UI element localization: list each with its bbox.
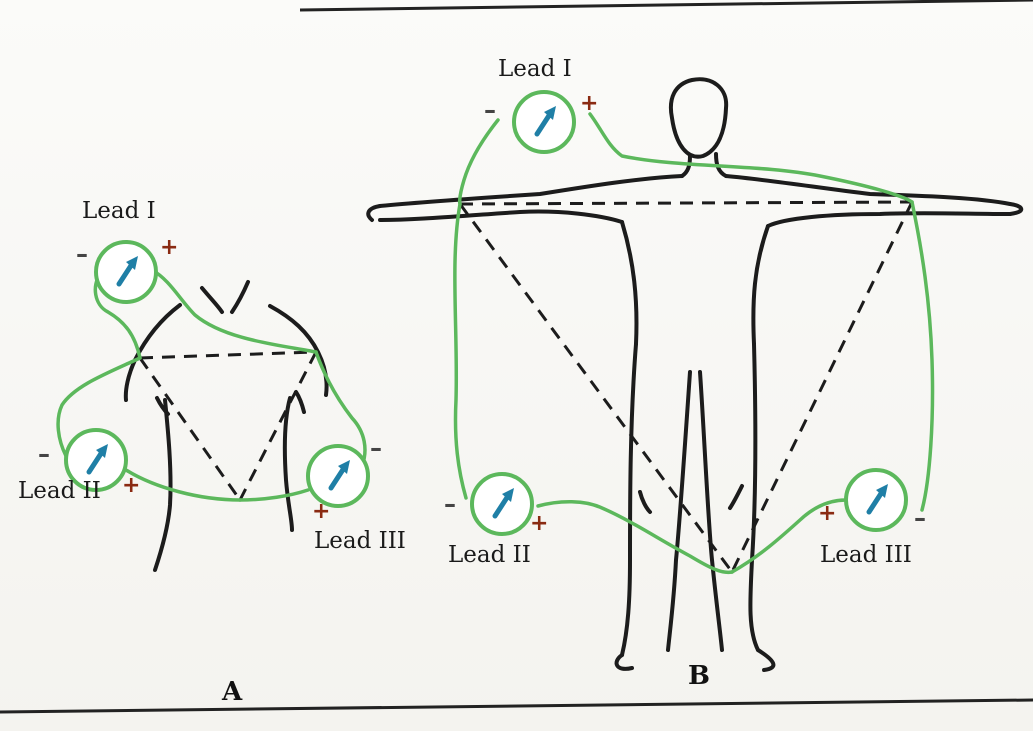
lead-2-plus-b: + [530, 511, 548, 536]
panel-label-b: B [688, 661, 710, 691]
galvanometer-icon [846, 470, 906, 530]
lead-3-meter-a [308, 446, 368, 506]
lead-3-minus-a: – [370, 434, 382, 462]
lead-2-minus-b: – [444, 490, 456, 518]
lead-2-meter-b [472, 474, 532, 534]
galvanometer-icon [514, 92, 574, 152]
bottom-rule [0, 700, 1033, 712]
lead-3-minus-b: – [914, 504, 926, 532]
lead-1-meter-a [96, 242, 156, 302]
lead-1-label-b: Lead I [498, 56, 572, 82]
panel-label-a: A [221, 677, 243, 707]
lead-2-plus-a: + [122, 473, 140, 498]
body-outline [368, 79, 1021, 670]
lead-1-minus-a: – [76, 240, 88, 268]
top-rule [300, 0, 1033, 10]
galvanometer-icon [308, 446, 368, 506]
galvanometer-icon [472, 474, 532, 534]
lead-2-label-b: Lead II [448, 542, 531, 568]
lead-1-plus-b: + [580, 91, 598, 116]
lead-2-label-a: Lead II [18, 478, 101, 504]
lead-3-label-b: Lead III [820, 542, 912, 568]
lead-3-plus-a: + [312, 499, 330, 524]
torso-outline [126, 282, 327, 570]
lead-3-plus-b: + [818, 501, 836, 526]
lead-3-label-a: Lead III [314, 528, 406, 554]
lead-3-meter-b [846, 470, 906, 530]
panel-a: Lead I – + Lead II – + Lead III – + A [18, 198, 406, 707]
lead-1-label-a: Lead I [82, 198, 156, 224]
lead-2-minus-a: – [38, 440, 50, 468]
lead-1-minus-b: – [484, 96, 496, 124]
lead-1-plus-a: + [160, 235, 178, 260]
panel-b: Lead I – + Lead II – + Lead III – + B [368, 56, 1021, 691]
lead-1-meter-b [514, 92, 574, 152]
galvanometer-icon [96, 242, 156, 302]
